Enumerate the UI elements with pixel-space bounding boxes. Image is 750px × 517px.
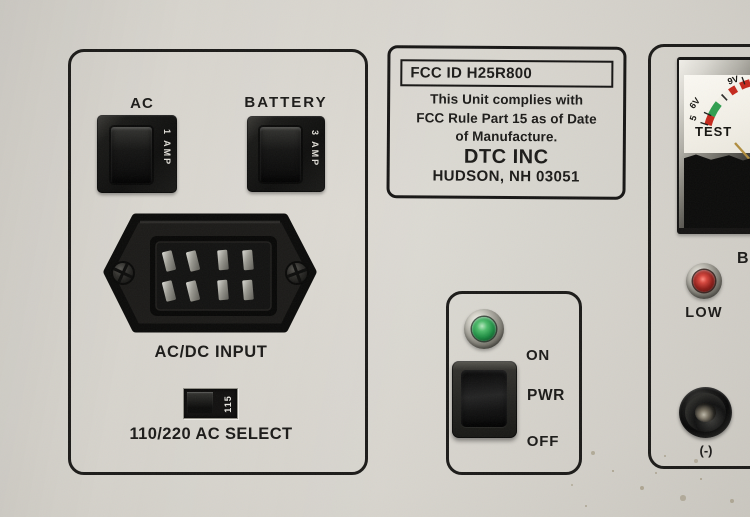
fcc-compliance-line-1: This Unit complies with — [430, 91, 584, 108]
battery-test-meter: 5 6V 9V TEST — [677, 57, 750, 234]
voltage-switch-slider[interactable] — [187, 392, 213, 413]
voltage-select-label: 110/220 AC SELECT — [129, 425, 293, 443]
fcc-id-box: FCC ID H25R800 — [400, 59, 614, 88]
ac-fuse-label: AC — [130, 95, 154, 112]
battery-fuse-holder[interactable]: 3 AMP — [247, 116, 325, 192]
fcc-id-text: FCC ID H25R800 — [410, 64, 533, 83]
power-led-lens — [472, 317, 496, 341]
jack-hole — [695, 403, 716, 422]
low-battery-led — [686, 263, 722, 299]
scale-label-6v: 6V — [687, 96, 702, 111]
dirt-specks — [0, 0, 2, 2]
fcc-compliance-line-3: of Manufacture. — [455, 128, 558, 145]
negative-jack-label: (-) — [699, 443, 713, 458]
manufacturer-name: DTC INC — [463, 145, 549, 168]
ac-dc-input-label: AC/DC INPUT — [154, 343, 268, 361]
meter-test-label: TEST — [695, 124, 733, 139]
negative-test-jack[interactable] — [679, 387, 732, 438]
voltage-select-switch[interactable]: 115 — [183, 388, 238, 419]
voltage-select-value: 115 — [223, 394, 233, 413]
on-label: ON — [525, 347, 551, 364]
rocker-key[interactable] — [461, 370, 507, 427]
fcc-compliance-label: FCC ID H25R800 This Unit complies with F… — [386, 45, 627, 200]
ac-fuse-rating-text: 1 AMP — [162, 129, 172, 167]
fuse-carrier — [260, 127, 301, 183]
low-battery-led-lens — [693, 270, 715, 292]
power-rocker-switch[interactable] — [452, 361, 517, 438]
battery-fuse-label: BATTERY — [244, 94, 328, 111]
ac-fuse-holder[interactable]: 1 AMP — [97, 115, 177, 193]
meter-lower-shadow — [684, 154, 750, 228]
battery-fuse-rating-text: 3 AMP — [310, 130, 320, 168]
pwr-label: PWR — [527, 387, 565, 404]
meter-face: 5 6V 9V TEST — [684, 74, 750, 162]
manufacturer-address: HUDSON, NH 03051 — [432, 166, 580, 186]
fcc-compliance-line-2: FCC Rule Part 15 as of Date — [416, 109, 597, 127]
fuse-carrier — [110, 126, 153, 183]
partial-label: B — [737, 250, 749, 267]
power-led — [464, 309, 504, 349]
scale-label-5: 5 — [688, 114, 699, 122]
off-label: OFF — [526, 433, 560, 450]
low-label: LOW — [685, 305, 723, 321]
ac-dc-connector[interactable] — [100, 210, 318, 336]
